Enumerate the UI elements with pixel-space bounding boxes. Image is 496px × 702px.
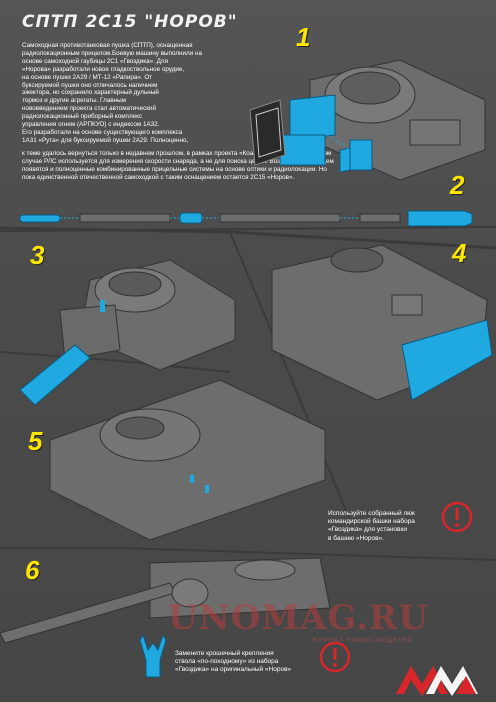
intro-line: управления огнем (АРПКУО) с индексом 1А3… bbox=[22, 121, 160, 129]
intro-line: радиолокационный приборный комплекс bbox=[22, 113, 143, 121]
intro-line: 1А31 «Рута» для буксируемой пушки 2А29. … bbox=[22, 136, 189, 144]
hatch-note: Используйте собранный люк командирской б… bbox=[328, 510, 456, 543]
intro-text: Самоходная противотанковая пушка (СПТП),… bbox=[22, 42, 237, 145]
note-line: ствола «по-походному» из набора bbox=[175, 658, 279, 666]
intro-line: случае РЛС используется для измерения ск… bbox=[22, 157, 334, 165]
watermark-tagline: ЖУРНАЛ НАШИХ МОДЕЛЕЙ bbox=[312, 638, 414, 644]
step-number-1: 1 bbox=[296, 22, 311, 52]
step2-barrel-parts bbox=[19, 210, 473, 227]
intro-line: на основе пушки 2А29 / МТ-12 «Рапира». О… bbox=[22, 73, 153, 81]
note-line: Замените крошечный крепления bbox=[175, 650, 274, 657]
watermark-brand: UNOMAG.RU bbox=[168, 598, 429, 638]
note-line: Используйте собранный люк bbox=[328, 510, 415, 517]
note-line: в башню «Норов». bbox=[328, 534, 384, 542]
barrel-note: Замените крошечный крепления ствола «по-… bbox=[175, 650, 325, 675]
note-line: «Гвоздика» на оригинальный «Норов» bbox=[175, 666, 292, 674]
intro-line: радиолокационным прицелом.Боевую машину … bbox=[22, 49, 202, 57]
warning-icon bbox=[441, 501, 473, 533]
intro-line: пока единственной отечественной самоходк… bbox=[22, 173, 295, 181]
note-line: командирской башки набора bbox=[328, 518, 415, 526]
step-number-4: 4 bbox=[452, 238, 467, 268]
intro-line: буксируемой пушки оно отличалось наличие… bbox=[22, 81, 158, 89]
page-title: СПТП 2С15 "НОРОВ" bbox=[22, 12, 238, 32]
step3-turret-drawing bbox=[19, 259, 236, 406]
intro-line: Самоходная противотанковая пушка (СПТП),… bbox=[22, 42, 193, 49]
step1-turret-drawing bbox=[249, 59, 486, 181]
intro-line: Его разработали на основе существующего … bbox=[22, 128, 183, 136]
step-number-5: 5 bbox=[28, 426, 43, 456]
step6-turret-drawing bbox=[0, 557, 331, 644]
step-number-2: 2 bbox=[450, 170, 465, 200]
barrel-clamp-icon bbox=[139, 633, 167, 678]
intro-line: появятся и полноценные комбинированные п… bbox=[22, 165, 327, 173]
warning-icon bbox=[319, 641, 351, 673]
step-number-6: 6 bbox=[25, 555, 40, 585]
step5-vehicle-drawing bbox=[49, 379, 326, 541]
mmm-logo bbox=[396, 666, 478, 696]
intro-line: «Норова» разработали новое гладкоствольн… bbox=[22, 65, 185, 73]
intro-line: основе самоходной гаубицы 2С1 «Гвоздика»… bbox=[22, 57, 168, 65]
step4-hull-drawing bbox=[271, 244, 493, 401]
intro-line: к теме удалось вернуться только в недавн… bbox=[22, 150, 332, 157]
intro-line: нововведением проекта стал автоматически… bbox=[22, 105, 157, 113]
intro-line: эжектора, но сохранило характерный дульн… bbox=[22, 89, 159, 97]
note-line: «Гвоздика» для установки bbox=[328, 526, 407, 534]
intro-continuation: к теме удалось вернуться только в недавн… bbox=[22, 150, 422, 182]
step-number-3: 3 bbox=[30, 240, 45, 270]
intro-line: тормоз и другие агрегаты. Главным bbox=[22, 97, 126, 105]
